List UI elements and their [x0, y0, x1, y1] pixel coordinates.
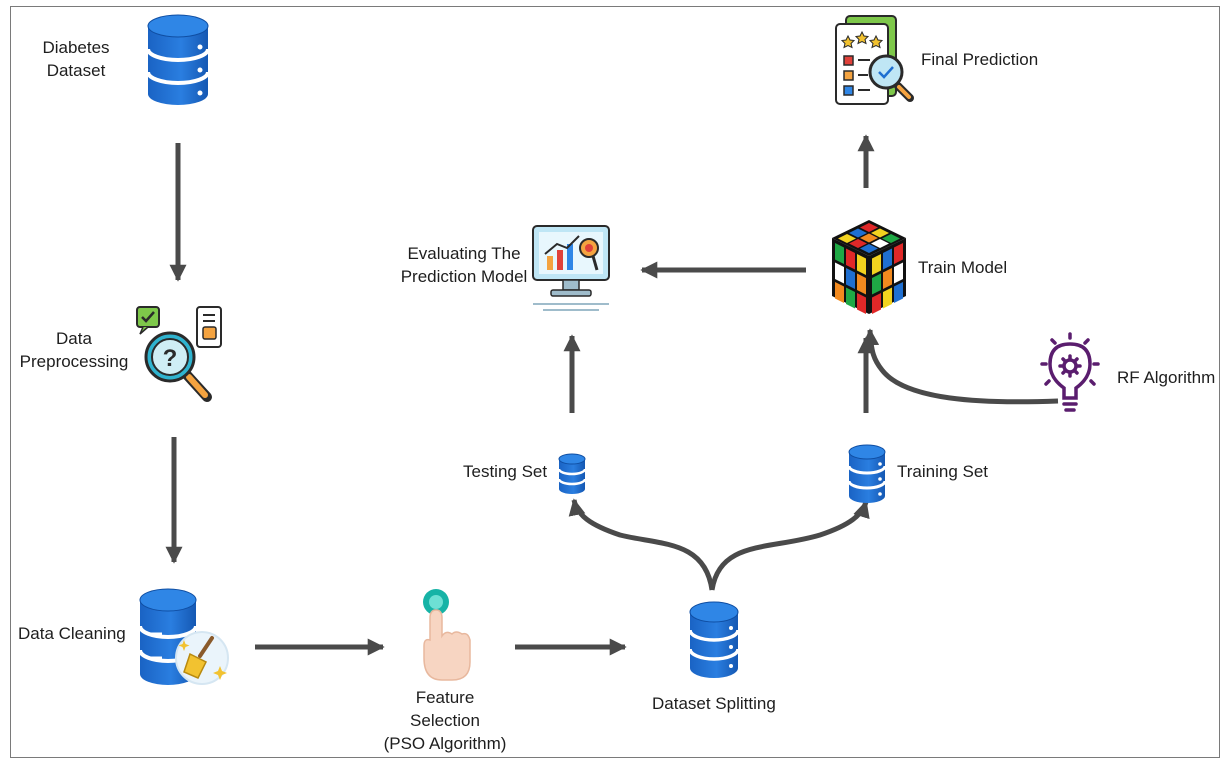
- label-feature-selection: Feature Selection (PSO Algorithm): [383, 688, 507, 753]
- label-rf-algorithm: RF Algorithm: [1117, 368, 1216, 387]
- label-final-prediction: Final Prediction: [921, 50, 1039, 69]
- label-diabetes-dataset: Diabetes Dataset: [42, 38, 110, 80]
- database-icon: [146, 14, 210, 105]
- diagram-frame: [10, 6, 1220, 758]
- label-training-set: Training Set: [897, 462, 989, 481]
- magnifier-question-icon: ?: [136, 306, 222, 402]
- database-icon: [847, 444, 887, 503]
- database-icon: [557, 453, 587, 494]
- flow-arrows: [165, 134, 1059, 656]
- monitor-chart-icon: [532, 225, 610, 311]
- label-train-model: Train Model: [918, 258, 1008, 277]
- finger-tap-icon: [423, 589, 471, 681]
- label-data-preprocessing: Data Preprocessing: [19, 329, 129, 371]
- label-evaluating-model: Evaluating The Prediction Model: [400, 244, 528, 286]
- database-icon: [688, 601, 740, 678]
- label-testing-set: Testing Set: [463, 462, 548, 481]
- database-broom-icon: [138, 588, 229, 685]
- svg-text:?: ?: [163, 345, 178, 372]
- arrow-splitting-to-testing: [568, 498, 715, 591]
- arrow-splitting-to-training: [709, 500, 870, 591]
- label-data-cleaning: Data Cleaning: [18, 624, 126, 643]
- checklist-magnifier-icon: [835, 15, 914, 105]
- lightbulb-gear-icon: [1040, 332, 1100, 412]
- arrow-rf-to-train: [862, 328, 1059, 405]
- rubiks-cube-icon: [832, 220, 906, 314]
- label-dataset-splitting: Dataset Splitting: [652, 694, 776, 713]
